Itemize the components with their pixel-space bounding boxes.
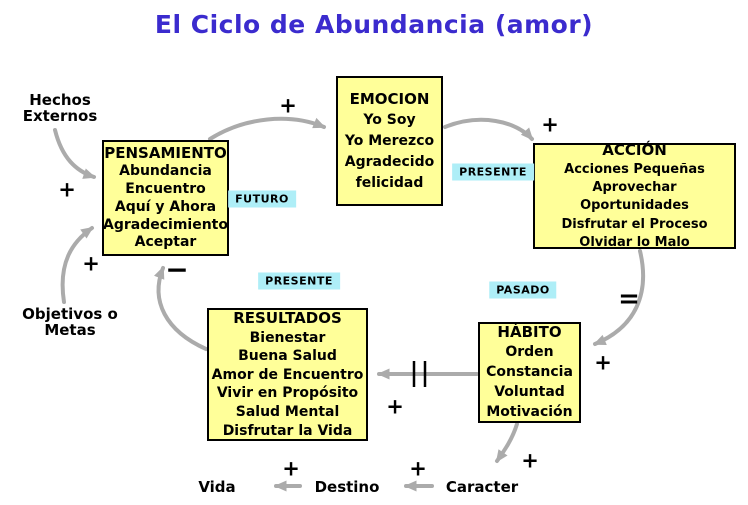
objetivos-metas-label: Objetivos o Metas bbox=[22, 306, 118, 338]
pensamiento-item: Encuentro bbox=[125, 180, 206, 197]
pensamiento-item: Abundancia bbox=[119, 162, 212, 179]
accion-item: Aprovechar Oportunidades bbox=[580, 180, 689, 214]
hechos-externos-line1: Hechos bbox=[29, 90, 91, 109]
resultados-item: Bienestar bbox=[249, 329, 326, 346]
caracter-label: Caracter bbox=[445, 478, 519, 496]
equals-sign-accion-habito: = bbox=[618, 284, 640, 314]
habito-item: Constancia bbox=[486, 364, 573, 381]
resultados-item: Salud Mental bbox=[235, 404, 340, 421]
habito-item: Voluntad bbox=[494, 384, 565, 401]
pensamiento-item: Aceptar bbox=[134, 234, 197, 251]
destino-label: Destino bbox=[314, 478, 380, 496]
habito-box: HÁBITO Orden Constancia Voluntad Motivac… bbox=[478, 322, 581, 423]
arrow-hechos-to-pensamiento-icon bbox=[53, 128, 96, 179]
arrow-resultados-to-pensamiento-icon bbox=[154, 266, 208, 351]
emocion-box-title: EMOCION bbox=[349, 89, 430, 108]
arrow-accion-to-habito-icon bbox=[593, 249, 645, 346]
accion-box: ACCIÓN Acciones Pequeñas Aprovechar Opor… bbox=[533, 141, 736, 250]
resultados-item: Vivir en Propósito bbox=[216, 385, 359, 402]
resultados-item: Buena Salud bbox=[238, 348, 337, 365]
emocion-item: Yo Soy bbox=[363, 112, 416, 129]
hechos-externos-line2: Externos bbox=[22, 107, 98, 125]
presente-label-mid: PRESENTE bbox=[258, 272, 340, 290]
pensamiento-item: Agradecimiento bbox=[103, 216, 228, 233]
objetivos-metas-line1: Objetivos o bbox=[22, 304, 118, 323]
plus-sign-hechos-externos: + bbox=[58, 177, 76, 202]
accion-box-title: ACCIÓN bbox=[602, 141, 667, 160]
arrow-habito-to-caracter-icon bbox=[495, 422, 519, 463]
emocion-item: felicidad bbox=[355, 175, 424, 192]
arrow-pensamiento-to-emocion-icon bbox=[208, 116, 326, 141]
plus-sign-caracter-destino: + bbox=[409, 456, 427, 481]
futuro-label: FUTURO bbox=[228, 190, 296, 208]
vida-label: Vida bbox=[198, 478, 236, 496]
resultados-item: Amor de Encuentro bbox=[211, 366, 364, 383]
resultados-box-title: RESULTADOS bbox=[233, 308, 342, 327]
pensamiento-box: PENSAMIENTO Abundancia Encuentro Aquí y … bbox=[102, 140, 229, 256]
pensamiento-box-title: PENSAMIENTO bbox=[104, 143, 227, 162]
emocion-item: Yo Merezco bbox=[344, 133, 435, 150]
pasado-label: PASADO bbox=[489, 281, 557, 299]
habito-item: Orden bbox=[505, 344, 554, 361]
resultados-item: Disfrutar la Vida bbox=[222, 422, 353, 439]
accion-item: Olvidar lo Malo bbox=[579, 234, 690, 250]
habito-item: Motivación bbox=[486, 404, 573, 421]
minus-sign-resultados-pensamiento: − bbox=[165, 253, 189, 286]
emocion-box: EMOCION Yo Soy Yo Merezco Agradecido fel… bbox=[336, 76, 443, 206]
resultados-box: RESULTADOS Bienestar Buena Salud Amor de… bbox=[207, 308, 368, 441]
diagram-title: El Ciclo de Abundancia (amor) bbox=[154, 10, 594, 39]
plus-sign-destino-vida: + bbox=[282, 456, 300, 481]
arrow-emocion-to-accion-icon bbox=[443, 117, 534, 141]
plus-sign-habito-resultados: + bbox=[386, 394, 404, 419]
plus-sign-habito-caracter: + bbox=[521, 448, 539, 473]
objetivos-metas-line2: Metas bbox=[44, 321, 96, 339]
plus-sign-objetivos-metas: + bbox=[82, 251, 100, 276]
hechos-externos-label: Hechos Externos bbox=[23, 92, 98, 124]
accion-item: Acciones Pequeñas bbox=[564, 162, 705, 178]
habito-box-title: HÁBITO bbox=[497, 323, 562, 342]
emocion-item: Agradecido bbox=[344, 154, 435, 171]
arrow-objetivos-to-pensamiento-icon bbox=[60, 226, 94, 304]
plus-sign-emocion-accion: + bbox=[541, 112, 559, 137]
plus-sign-accion-habito: + bbox=[594, 350, 612, 375]
presente-label-top: PRESENTE bbox=[452, 163, 534, 181]
accion-item: Disfrutar el Proceso bbox=[561, 216, 708, 232]
pensamiento-item: Aquí y Ahora bbox=[114, 198, 217, 215]
plus-sign-pensamiento-emocion: + bbox=[279, 93, 297, 118]
